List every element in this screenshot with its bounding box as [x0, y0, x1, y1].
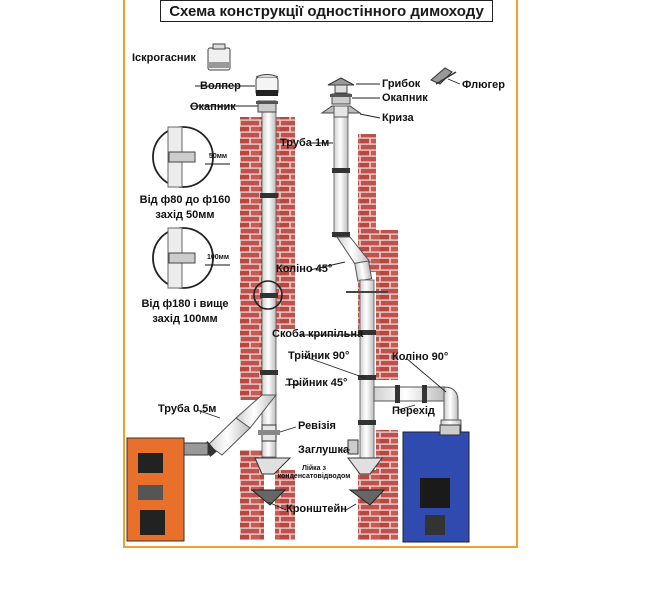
fliuher-part	[430, 67, 457, 85]
label-kronshtein: Кронштейн	[286, 503, 347, 515]
kronshtein-part	[250, 489, 386, 506]
label-detail1-mm: 50мм	[208, 153, 228, 160]
liika-part	[254, 457, 383, 475]
right-chimney-pipe-lower	[346, 279, 388, 471]
volper-cap	[255, 74, 279, 96]
okapnyk-left-part	[256, 100, 278, 113]
label-detail1-text: Від ф80 до ф160 захід 50мм	[130, 193, 240, 223]
zahlushka-part	[347, 439, 359, 455]
label-liika-line1: Лійка з	[302, 465, 326, 472]
reviziia-part	[258, 424, 280, 442]
label-detail2-text: Від ф180 і вище захід 100мм	[130, 297, 240, 327]
brick-wall-left-upper	[240, 117, 264, 400]
label-koleno90: Коліно 90°	[392, 351, 449, 363]
label-liika-line2: конденсатовідводом	[277, 473, 351, 481]
label-iskrogasnyk: Іскрогасник	[132, 52, 196, 64]
label-truba-1m: Труба 1м	[280, 137, 330, 149]
label-hrybok: Грибок	[382, 78, 421, 90]
okapnyk-right-part	[330, 93, 352, 105]
label-detail1-line1: Від ф80 до ф160	[139, 194, 231, 206]
hrybok-cap	[327, 77, 355, 94]
label-detail2-mm: 100мм	[206, 254, 230, 261]
left-boiler	[126, 437, 209, 542]
detail-circle-100mm	[152, 227, 230, 289]
right-boiler	[402, 424, 470, 543]
label-okapnyk-left: Окапник	[190, 101, 236, 113]
brick-wall-center-left	[275, 117, 295, 329]
label-volper: Волпер	[200, 80, 241, 92]
label-perekhid: Перехід	[392, 405, 435, 417]
diagram-frame	[123, 0, 518, 548]
label-detail1-line2: захід 50мм	[155, 208, 215, 221]
diagram-title: Схема конструкції одностінного димоходу	[160, 0, 493, 22]
label-truba05: Труба 0,5м	[158, 403, 217, 415]
label-detail2-line2: захід 100мм	[152, 312, 218, 325]
right-chimney-pipe-upper	[332, 116, 350, 238]
brick-wall-center-right	[358, 134, 376, 254]
label-skoba: Скоба крипільна	[272, 328, 364, 340]
label-fliuher: Флюгер	[462, 79, 505, 91]
brick-wall-right-inner-lower	[358, 470, 376, 540]
iskrogasnyk-part	[207, 43, 231, 71]
label-reviziia: Ревізія	[298, 420, 336, 432]
detail-circle-50mm	[152, 126, 230, 188]
detail-marker-circle	[253, 280, 283, 310]
label-okapnyk-right: Окапник	[382, 92, 428, 104]
brick-wall-center-left-lower	[275, 470, 295, 540]
brick-wall-right-lower	[376, 430, 398, 540]
label-kryza: Криза	[382, 112, 414, 124]
label-kolino45: Коліно 45°	[276, 263, 333, 275]
label-triinyk45: Трійник 45°	[286, 377, 348, 389]
left-chimney-pipe	[253, 111, 283, 458]
label-detail2-line1: Від ф180 і вище	[141, 298, 229, 310]
label-zahlushka: Заглушка	[298, 444, 350, 456]
label-liika: Лійка з конденсатовідводом	[274, 465, 354, 481]
brick-wall-right-upper	[376, 230, 398, 380]
label-triinyk90: Трійник 90°	[288, 350, 350, 362]
kryza-part	[320, 105, 362, 118]
leader-lines	[190, 78, 461, 511]
